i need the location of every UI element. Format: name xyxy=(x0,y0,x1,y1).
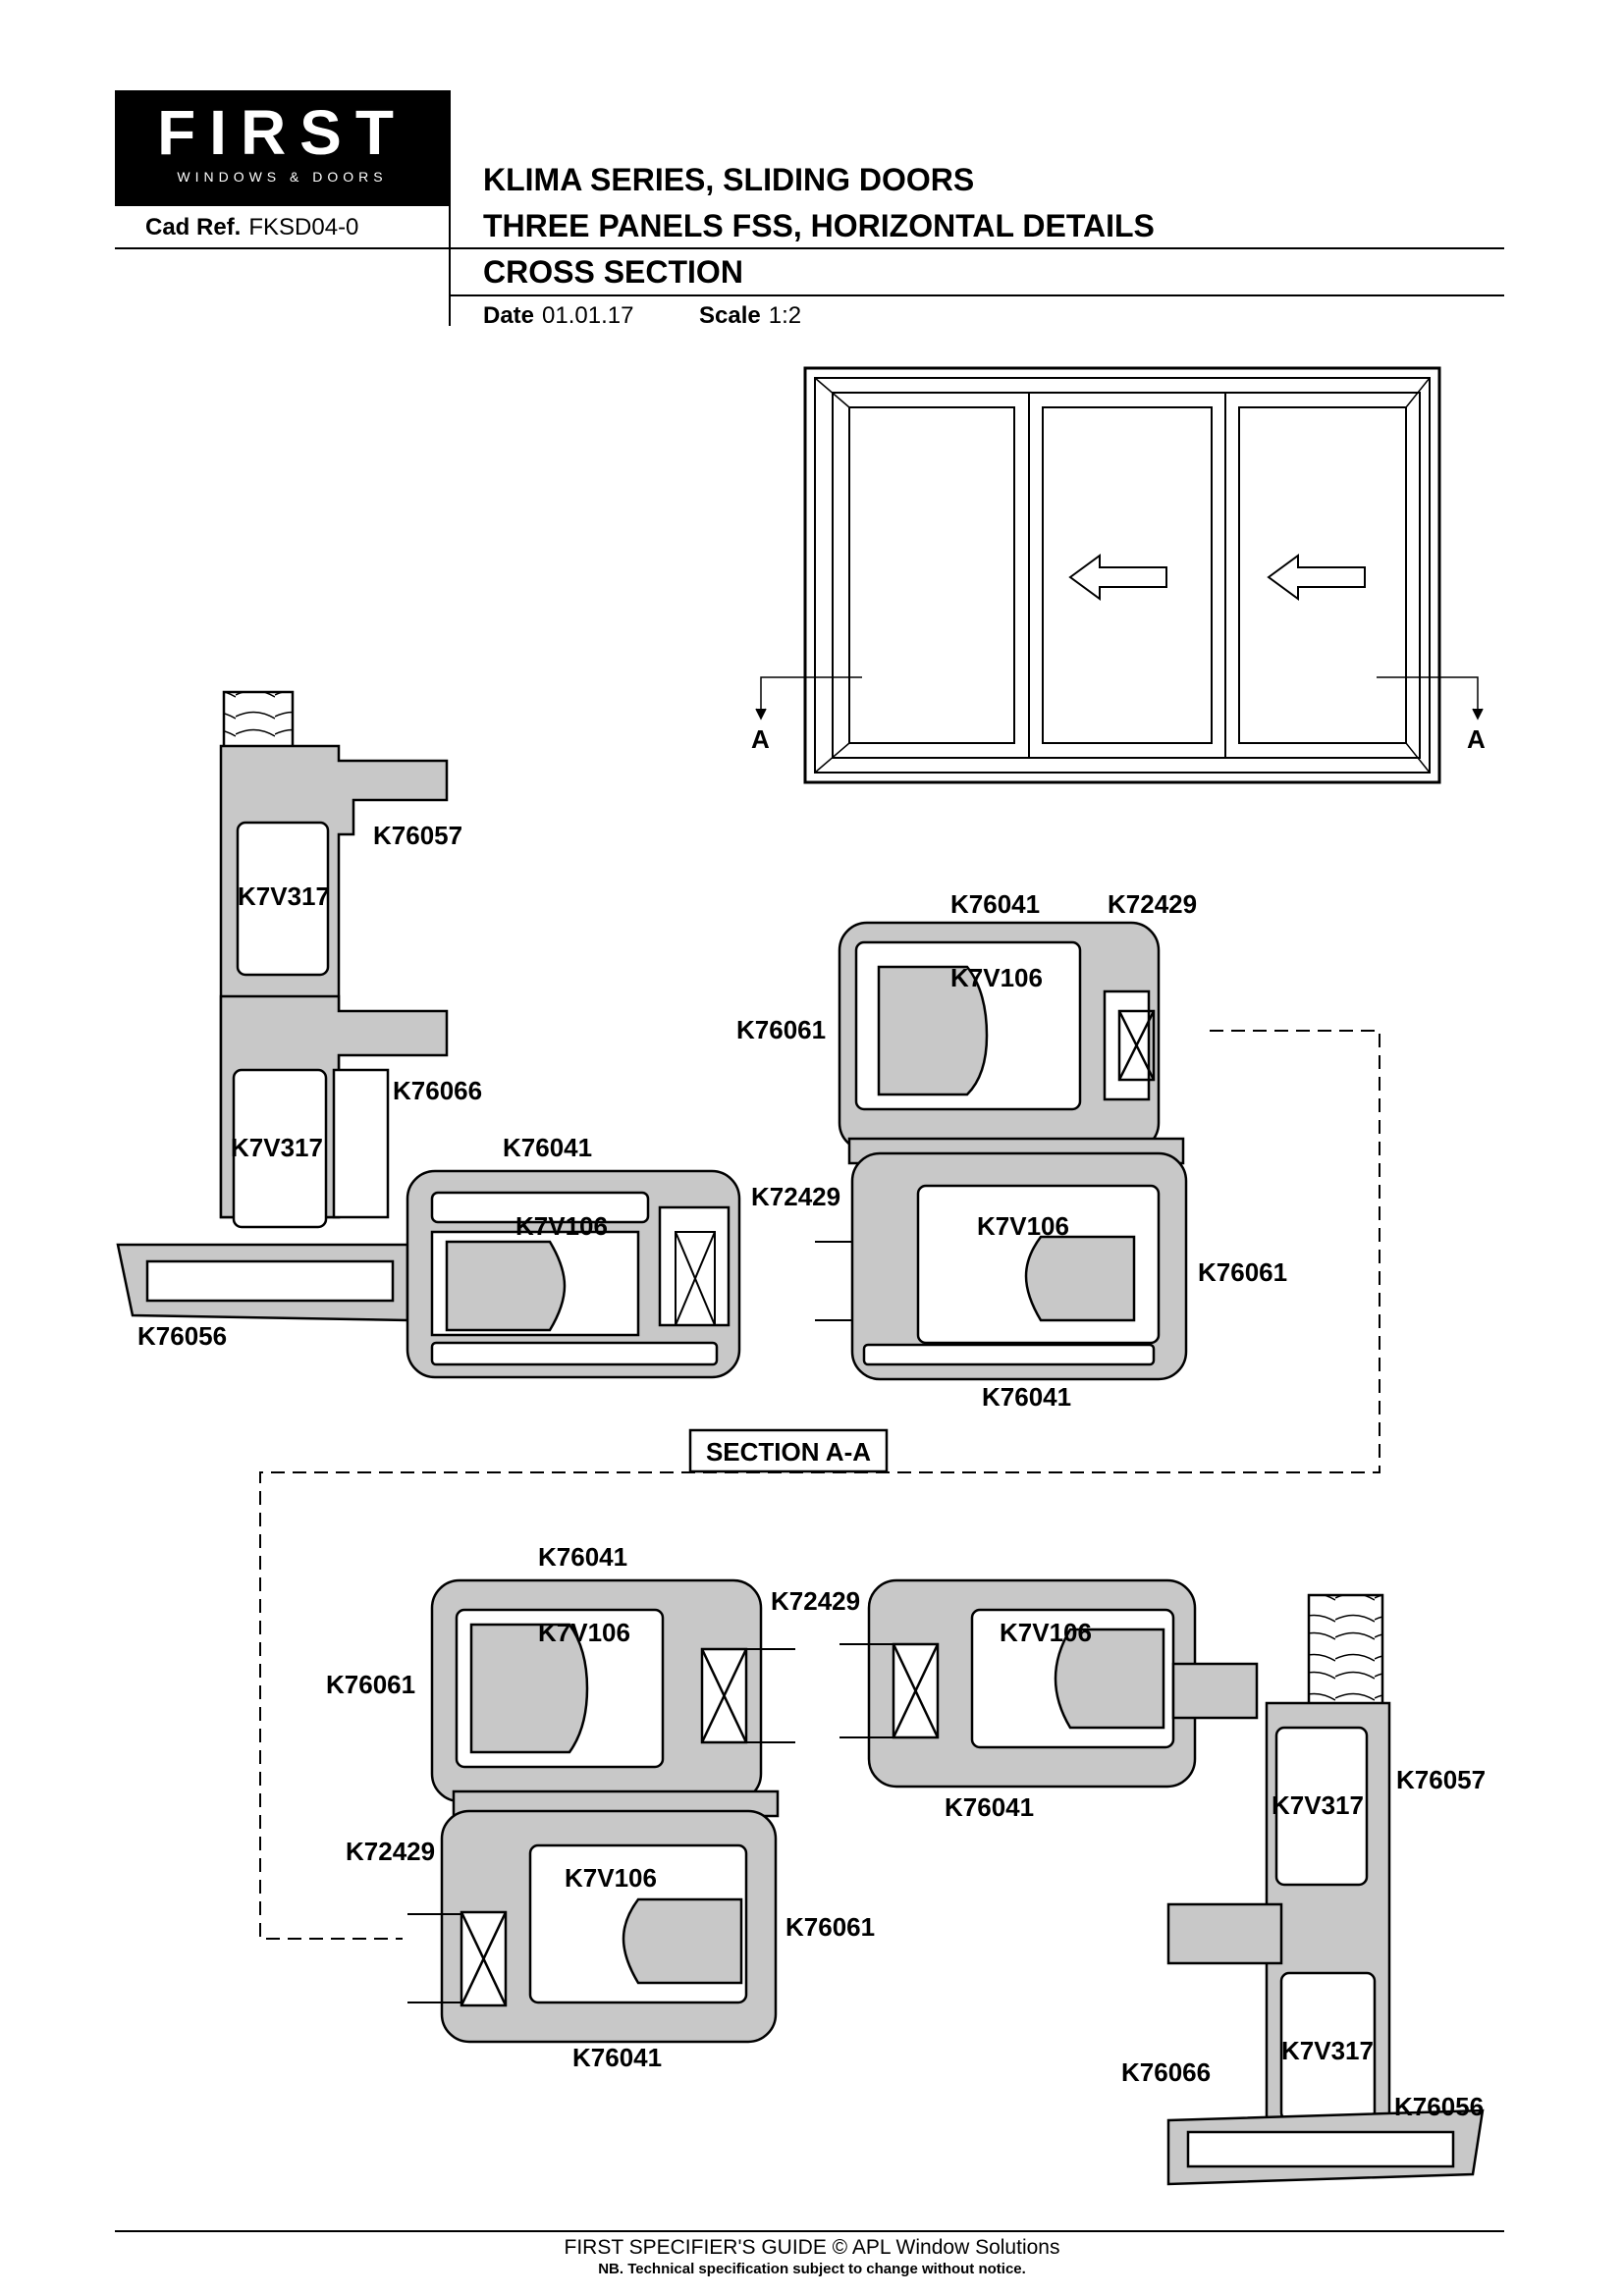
glazing-units-lower xyxy=(407,1643,893,2003)
label-k72429-lower-left: K72429 xyxy=(346,1837,435,1866)
panel-left-glass xyxy=(848,406,1015,744)
scale-field: Scale 1:2 xyxy=(699,302,801,330)
reinforcement-k7v317 xyxy=(236,821,330,977)
label-k76041-lower-left-bottom: K76041 xyxy=(572,2043,662,2072)
reinforcement-k7v317 xyxy=(1274,1726,1369,1887)
label-k7v106-upper-left: K7V106 xyxy=(515,1211,608,1241)
lower-right-jamb xyxy=(1166,1593,1485,2186)
panel-left xyxy=(832,392,1030,759)
section-title-box xyxy=(688,1428,889,1473)
brand-logo: FIRST WINDOWS & DOORS xyxy=(115,90,450,206)
label-k76041-lower-right: K76041 xyxy=(945,1792,1034,1822)
section-cut-line-left xyxy=(760,676,862,712)
footer-rule xyxy=(115,2230,1504,2232)
label-k76056-lower: K76056 xyxy=(1394,2092,1484,2121)
brand-tagline: WINDOWS & DOORS xyxy=(177,169,388,185)
title-block-line xyxy=(449,247,1504,249)
label-k76041-lower-left-top: K76041 xyxy=(538,1542,627,1572)
door-elevation xyxy=(755,366,1484,784)
title-block-line xyxy=(449,294,1504,296)
label-k7v317-lower-1: K7V317 xyxy=(1272,1790,1364,1820)
lower-sash-left xyxy=(430,1578,780,2044)
scale-value: 1:2 xyxy=(768,302,802,329)
label-k76061-upper-right-top: K76061 xyxy=(736,1015,826,1044)
lower-sash-right xyxy=(867,1578,1259,1789)
label-k7v106-lower-left-top: K7V106 xyxy=(538,1618,630,1647)
label-k7v106-upper-right-top: K7V106 xyxy=(950,963,1043,992)
title-line-2: THREE PANELS FSS, HORIZONTAL DETAILS xyxy=(483,208,1155,243)
label-k7v106-lower-right: K7V106 xyxy=(1000,1618,1092,1647)
label-k72429-lower-middle: K72429 xyxy=(771,1586,860,1616)
cad-ref: Cad Ref.FKSD04-0 xyxy=(145,214,358,241)
wood-lining xyxy=(1307,1593,1384,1710)
inner-frame xyxy=(814,377,1431,774)
outer-frame xyxy=(803,366,1441,784)
panel-middle-glass xyxy=(1042,406,1213,744)
slide-arrow-icon xyxy=(1068,554,1167,601)
date-label: Date xyxy=(483,302,535,329)
label-k76041-upper-left: K76041 xyxy=(503,1133,592,1162)
label-k76057-lower: K76057 xyxy=(1396,1765,1486,1794)
linking-dashed-lines xyxy=(259,1030,1380,1940)
section-cut-line-right xyxy=(1377,676,1479,712)
label-k76057-upper: K76057 xyxy=(373,821,462,850)
title-line-3: CROSS SECTION xyxy=(483,254,743,290)
label-k76061-lower-left-top: K76061 xyxy=(326,1670,415,1699)
panel-right-glass xyxy=(1238,406,1407,744)
panel-middle xyxy=(1028,392,1226,759)
label-k76061-upper-right-bottom: K76061 xyxy=(1198,1257,1287,1287)
label-k7v317-lower-2: K7V317 xyxy=(1281,2036,1374,2065)
label-k76056-upper: K76056 xyxy=(137,1321,227,1351)
date-field: Date 01.01.17 xyxy=(483,302,633,330)
label-k7v317-upper-1: K7V317 xyxy=(238,881,330,911)
upper-left-jamb xyxy=(116,690,449,1322)
label-k72429-upper-left: K72429 xyxy=(751,1182,840,1211)
panel-right xyxy=(1224,392,1421,759)
brand-name: FIRST xyxy=(157,97,407,168)
date-value: 01.01.17 xyxy=(542,302,634,329)
label-k76041-upper-right-top: K76041 xyxy=(950,889,1040,919)
cad-ref-label: Cad Ref. xyxy=(145,214,242,240)
title-block-line xyxy=(115,247,450,249)
label-k7v106-upper-right-bottom: K7V106 xyxy=(977,1211,1069,1241)
reinforcement-k7v317 xyxy=(232,1068,328,1229)
upper-sash-left xyxy=(406,1169,741,1379)
label-k7v106-lower-left-bottom: K7V106 xyxy=(565,1863,657,1893)
scale-label: Scale xyxy=(699,302,761,329)
label-k72429-upper-right: K72429 xyxy=(1108,889,1197,919)
title-block-divider xyxy=(449,90,451,326)
label-k76061-lower-left-bottom: K76061 xyxy=(785,1912,875,1942)
label-k76066-lower: K76066 xyxy=(1121,2057,1211,2087)
label-k76066-upper: K76066 xyxy=(393,1076,482,1105)
section-title: SECTION A-A xyxy=(706,1437,871,1467)
footer-copyright: FIRST SPECIFIER'S GUIDE © APL Window Sol… xyxy=(564,2236,1060,2259)
slide-arrow-icon xyxy=(1267,554,1366,601)
title-line-1: KLIMA SERIES, SLIDING DOORS xyxy=(483,162,975,197)
label-k76041-upper-right-bottom: K76041 xyxy=(982,1382,1071,1412)
upper-sash-right xyxy=(838,921,1188,1381)
footer-disclaimer: NB. Technical specification subject to c… xyxy=(598,2261,1026,2277)
section-mark-right: A xyxy=(1467,724,1486,754)
section-mark-left: A xyxy=(751,724,770,754)
label-k7v317-upper-2: K7V317 xyxy=(231,1133,323,1162)
cad-ref-value: FKSD04-0 xyxy=(248,214,359,240)
